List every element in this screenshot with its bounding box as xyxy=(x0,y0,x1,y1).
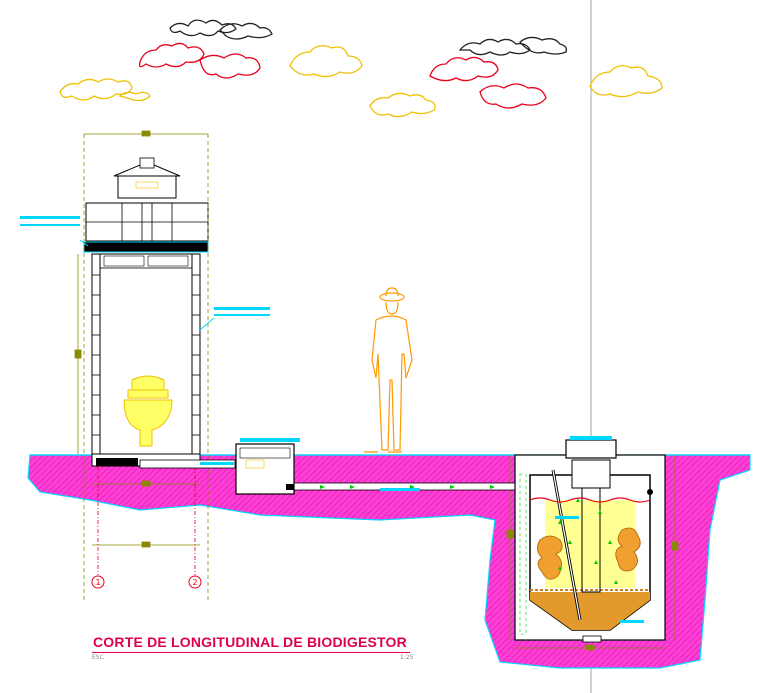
biodigester xyxy=(514,436,666,643)
bathroom-structure xyxy=(20,157,270,467)
scale-label: ESC xyxy=(92,654,104,661)
axis-label-1: 1 xyxy=(95,578,100,587)
clouds-decoration xyxy=(59,19,663,118)
scale-value: 1:25 xyxy=(400,654,414,661)
person-figure xyxy=(364,287,413,453)
title-underline xyxy=(92,652,410,653)
axis-markers: 1 2 xyxy=(91,466,202,589)
axis-label-2: 2 xyxy=(192,578,197,587)
inspection-box xyxy=(235,438,300,495)
drawing-title: CORTE DE LONGITUDINAL DE BIODIGESTOR xyxy=(93,634,407,650)
